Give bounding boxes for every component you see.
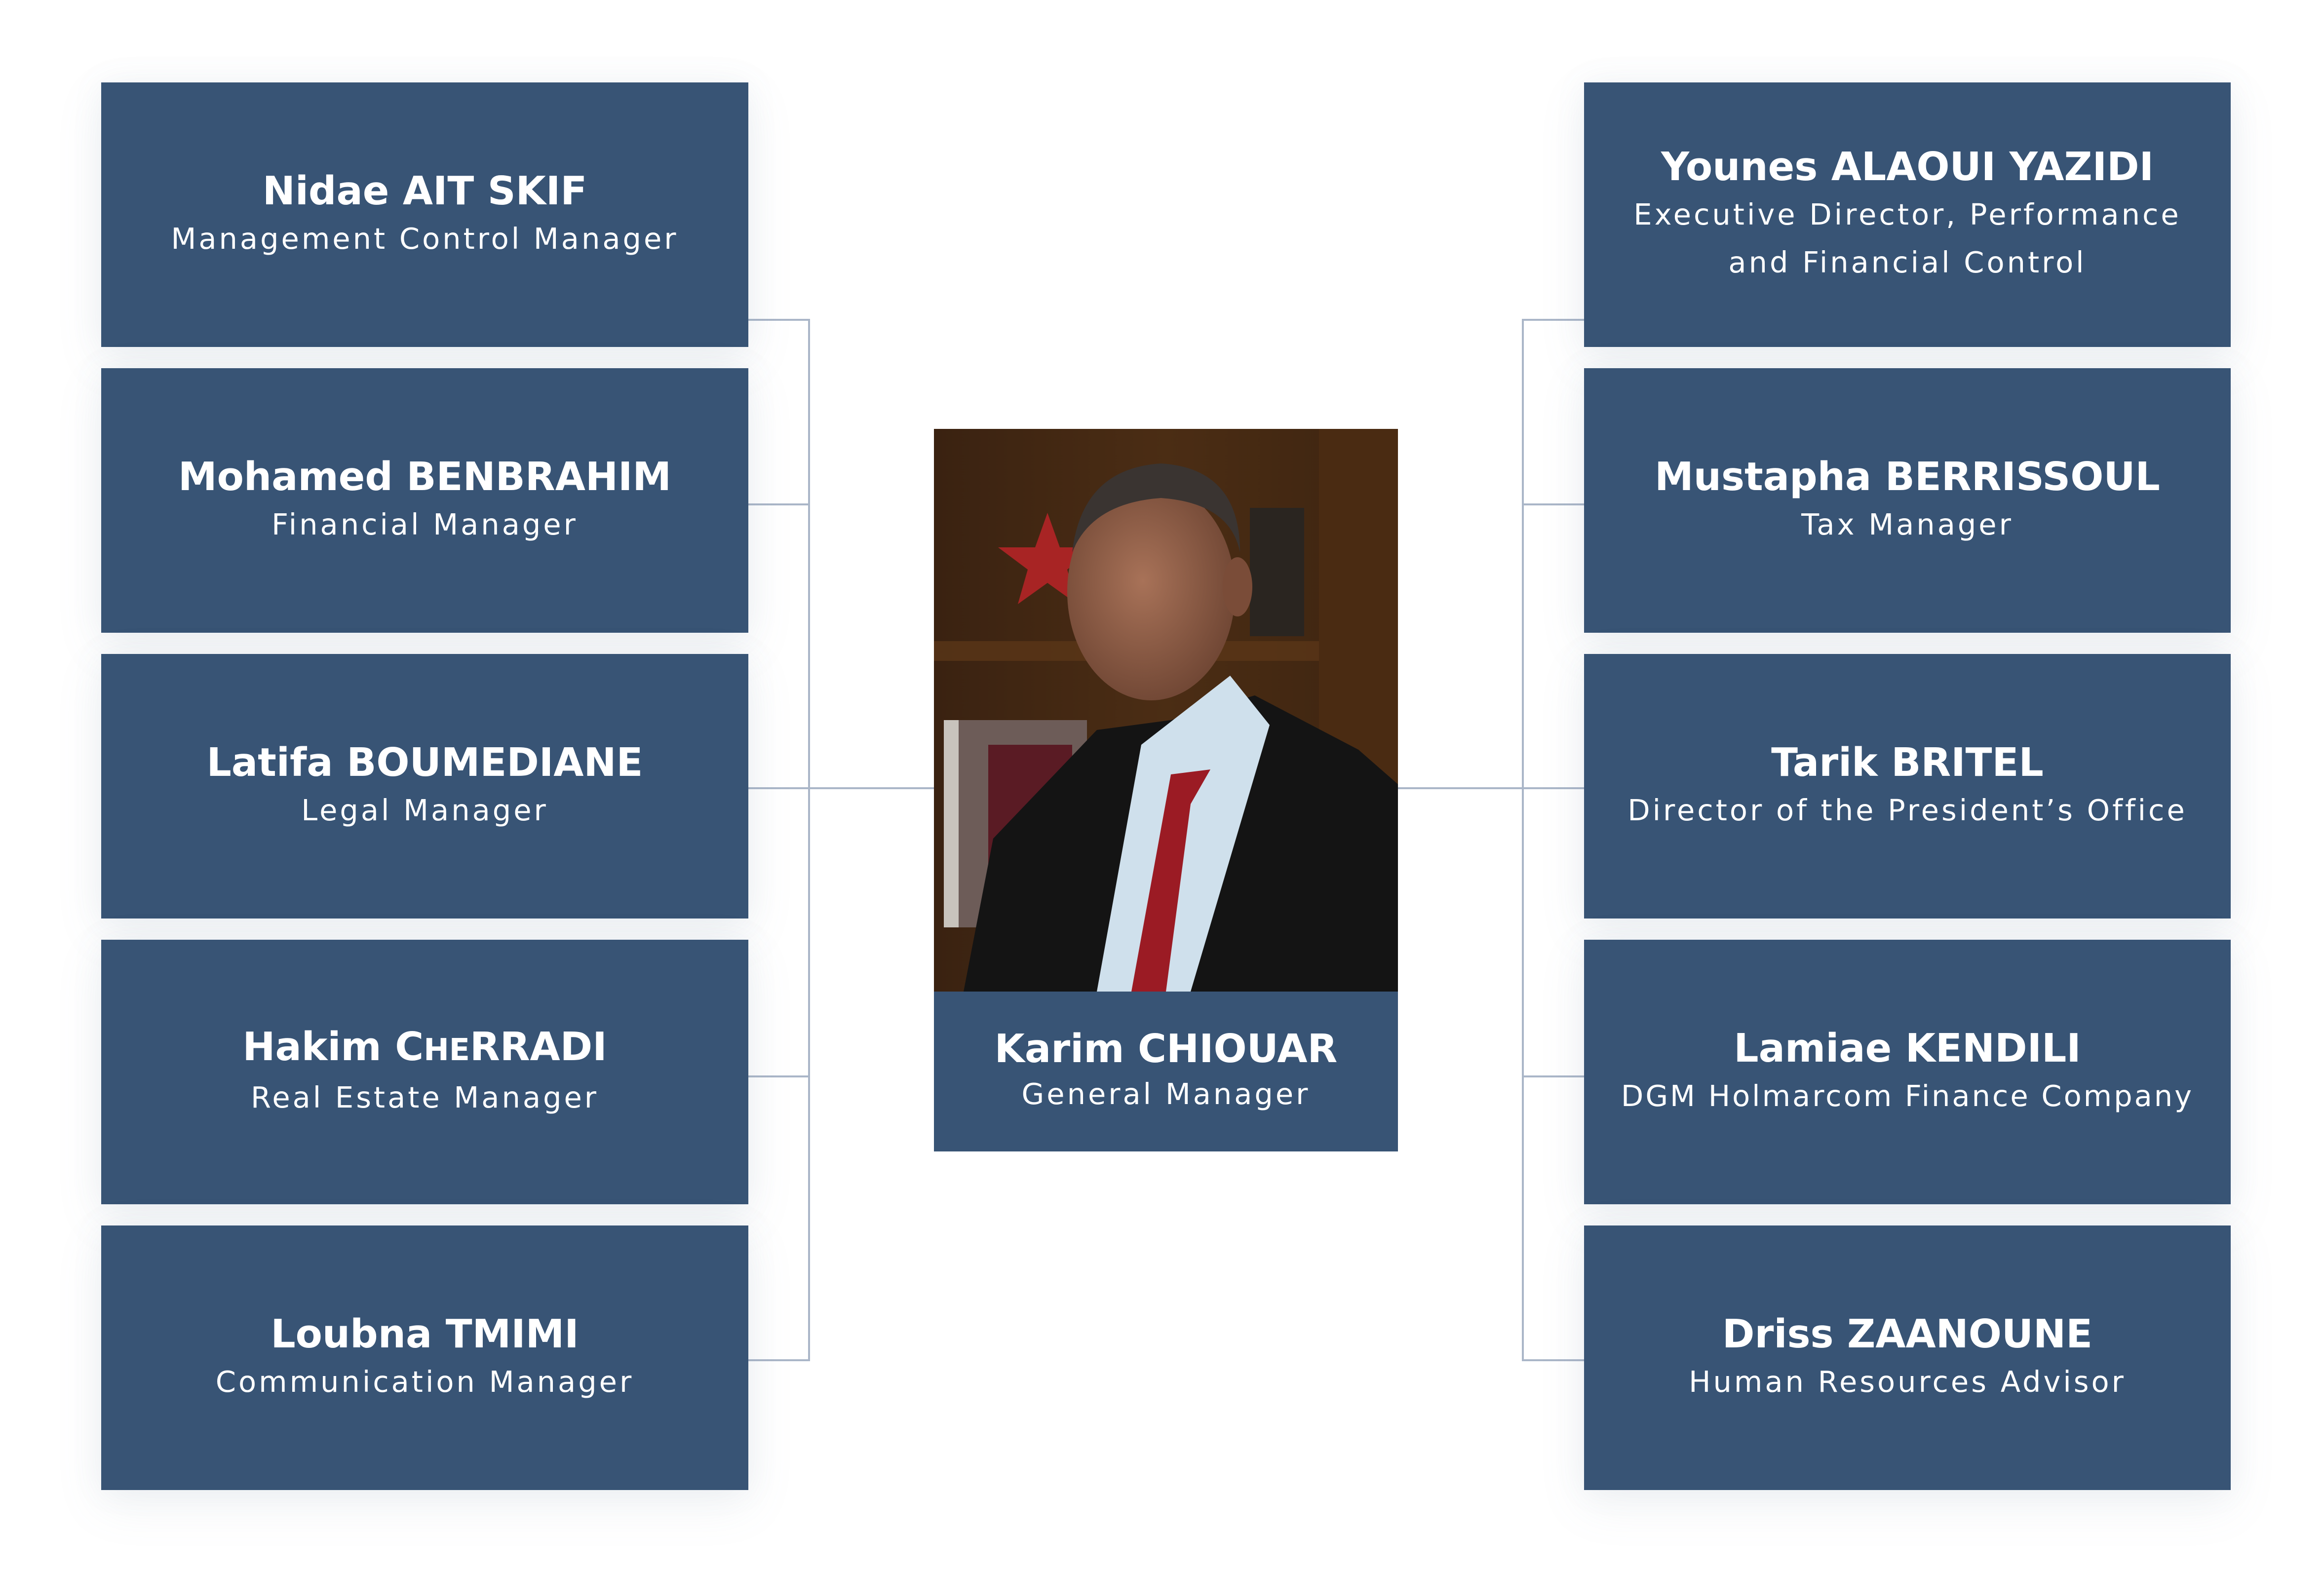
person-name: Tarik BRITEL [1771, 739, 2044, 785]
org-card-right-2: Mustapha BERRISSOUL Tax Manager [1584, 368, 2231, 633]
ceo-caption: Karim CHIOUAR General Manager [934, 992, 1398, 1151]
picture-frame [1250, 508, 1304, 636]
name-part: RRADI [469, 1024, 607, 1070]
right-connector-3 [1398, 787, 1584, 789]
right-connector-1 [1522, 319, 1584, 321]
person-role: Director of the President’s Office [1627, 793, 2187, 827]
person-role: Financial Manager [271, 507, 578, 541]
person-role: DGM Holmarcom Finance Company [1621, 1078, 2194, 1113]
person-role-line2: and Financial Control [1728, 245, 2087, 279]
org-card-left-3: Latifa BOUMEDIANE Legal Manager [101, 654, 748, 918]
left-connector-vertical [808, 319, 810, 1361]
left-connector-3 [748, 787, 934, 789]
person-name: Loubna TMIMI [271, 1311, 579, 1357]
ear [1223, 557, 1252, 616]
person-name: Mohamed BENBRAHIM [178, 454, 671, 499]
portrait-photo [934, 429, 1398, 992]
person-name: Younes ALAOUI YAZIDI [1661, 144, 2154, 190]
person-name: Mustapha BERRISSOUL [1655, 454, 2160, 499]
name-part-smallcaps: he [424, 1032, 470, 1068]
person-name: Latifa BOUMEDIANE [206, 739, 643, 785]
person-name: Hakim CheRRADI [242, 1023, 607, 1073]
person-role: Real Estate Manager [250, 1080, 599, 1114]
tie [1131, 769, 1210, 992]
left-connector-5 [748, 1359, 810, 1361]
red-star-ornament [998, 513, 1097, 604]
person-role: Executive Director, Performance [1633, 197, 2181, 231]
left-connector-4 [748, 1075, 810, 1077]
person-name: Driss ZAANOUNE [1722, 1311, 2093, 1357]
right-connector-vertical [1522, 319, 1524, 1361]
org-card-right-5: Driss ZAANOUNE Human Resources Advisor [1584, 1225, 2231, 1490]
org-card-right-1: Younes ALAOUI YAZIDI Executive Director,… [1584, 82, 2231, 347]
person-role: Management Control Manager [171, 221, 679, 256]
org-card-left-4: Hakim CheRRADI Real Estate Manager [101, 940, 748, 1204]
person-role: Communication Manager [215, 1364, 634, 1399]
ceo-card: Karim CHIOUAR General Manager [934, 429, 1398, 1151]
org-card-left-1: Nidae AIT SKIF Management Control Manage… [101, 82, 748, 347]
person-name: Lamiae KENDILI [1734, 1025, 2081, 1071]
person-name: Karim CHIOUAR [994, 1026, 1338, 1072]
right-connector-5 [1522, 1359, 1584, 1361]
name-part: Hakim C [242, 1024, 424, 1070]
person-role: Human Resources Advisor [1689, 1364, 2126, 1399]
person-role: General Manager [1021, 1077, 1311, 1111]
right-connector-4 [1522, 1075, 1584, 1077]
book-spine [944, 720, 959, 927]
org-card-right-3: Tarik BRITEL Director of the President’s… [1584, 654, 2231, 918]
person-name: Nidae AIT SKIF [262, 168, 587, 214]
right-connector-2 [1522, 503, 1584, 505]
person-role: Legal Manager [301, 793, 548, 827]
person-role: Tax Manager [1801, 507, 2014, 541]
org-card-left-5: Loubna TMIMI Communication Manager [101, 1225, 748, 1490]
org-card-right-4: Lamiae KENDILI DGM Holmarcom Finance Com… [1584, 940, 2231, 1204]
face [1067, 483, 1235, 700]
org-card-left-2: Mohamed BENBRAHIM Financial Manager [101, 368, 748, 633]
left-connector-2 [748, 503, 810, 505]
left-connector-1 [748, 319, 810, 321]
hair [1072, 463, 1240, 552]
